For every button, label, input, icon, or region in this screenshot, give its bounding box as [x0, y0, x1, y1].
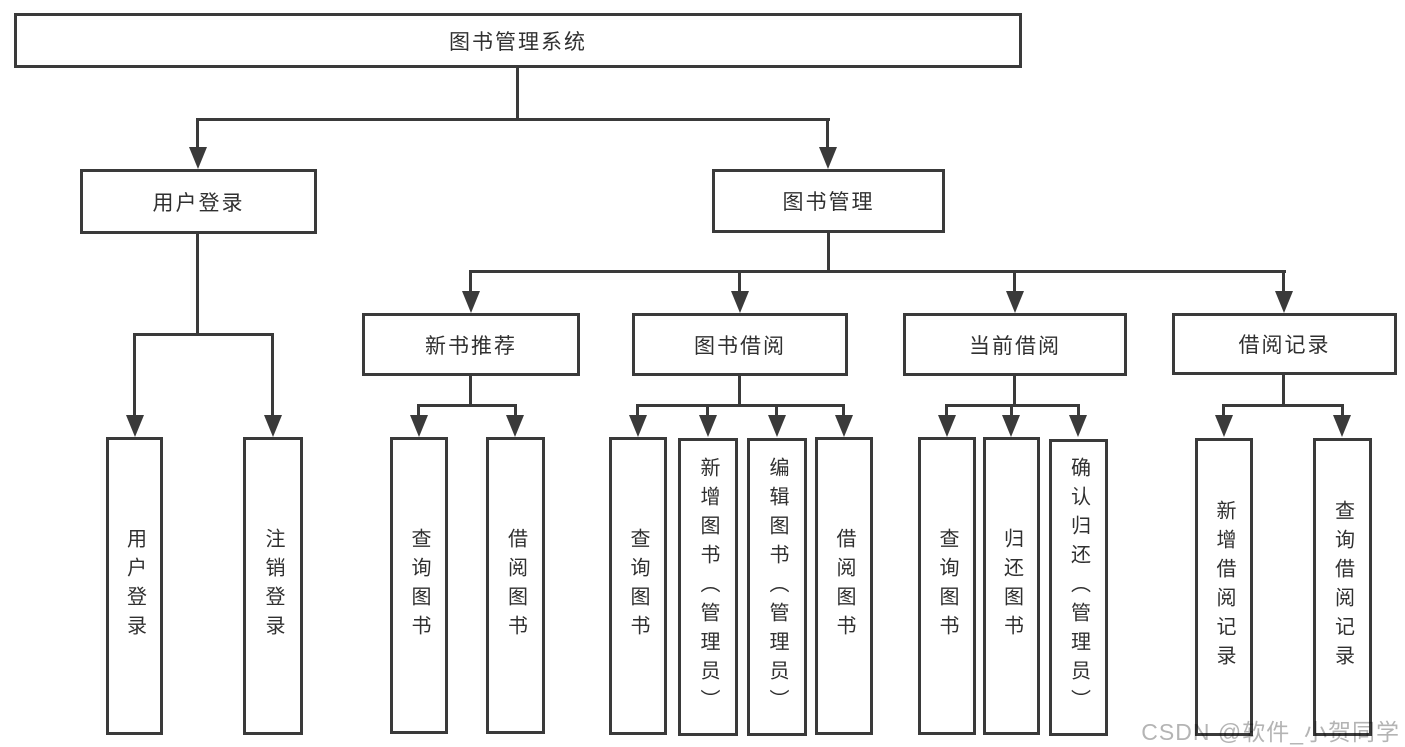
arrowhead-down-icon [1275, 291, 1293, 313]
connector-line [636, 404, 845, 407]
arrowhead-down-icon [410, 415, 428, 437]
connector-line [827, 232, 830, 273]
node-label: 图书管理系统 [449, 30, 587, 54]
leaf-borrow-books-recommend: 借阅图书 [486, 437, 545, 734]
node-label: 新书推荐 [425, 334, 517, 358]
node-user-login: 用户登录 [80, 169, 317, 234]
leaf-logout: 注销登录 [243, 437, 303, 735]
node-borrowing-records: 借阅记录 [1172, 313, 1397, 375]
leaf-borrow-books-borrowing: 借阅图书 [815, 437, 873, 735]
connector-line [133, 333, 136, 420]
leaf-edit-book-admin: 编辑图书（管理员） [747, 438, 807, 736]
connector-line [1341, 404, 1344, 420]
leaf-query-books-current: 查询图书 [918, 437, 976, 735]
connector-line [775, 404, 778, 420]
leaf-query-books-borrowing: 查询图书 [609, 437, 667, 735]
connector-line [1010, 404, 1013, 420]
connector-line [1077, 404, 1080, 420]
connector-line [826, 118, 829, 152]
connector-line [636, 404, 639, 420]
arrowhead-down-icon [629, 415, 647, 437]
connector-line [469, 270, 1286, 273]
node-book-borrowing: 图书借阅 [632, 313, 848, 376]
connector-line [945, 404, 948, 420]
node-label: 新增图书（管理员） [697, 456, 719, 718]
arrowhead-down-icon [731, 291, 749, 313]
leaf-confirm-return-admin: 确认归还（管理员） [1049, 439, 1108, 736]
node-label: 确认归还（管理员） [1067, 457, 1090, 718]
connector-line [1222, 404, 1225, 420]
arrowhead-down-icon [189, 147, 207, 169]
node-library-management-system: 图书管理系统 [14, 13, 1022, 68]
node-label: 查询借阅记录 [1331, 500, 1354, 674]
arrowhead-down-icon [1069, 415, 1087, 437]
arrowhead-down-icon [506, 415, 524, 437]
connector-line [1013, 374, 1016, 407]
arrowhead-down-icon [699, 415, 717, 437]
node-label: 借阅图书 [504, 527, 527, 644]
arrowhead-down-icon [1006, 291, 1024, 313]
connector-line [514, 404, 517, 420]
csdn-watermark: CSDN @软件_小贺同学 [1141, 719, 1400, 745]
leaf-query-books-recommend: 查询图书 [390, 437, 448, 734]
leaf-query-borrow-record: 查询借阅记录 [1313, 438, 1372, 736]
arrowhead-down-icon [819, 147, 837, 169]
arrowhead-down-icon [1333, 415, 1351, 437]
node-label: 查询图书 [936, 528, 958, 644]
leaf-user-login: 用户登录 [106, 437, 163, 735]
node-label: 用户登录 [123, 528, 146, 644]
node-label: 用户登录 [152, 191, 245, 215]
connector-line [738, 375, 741, 407]
arrowhead-down-icon [1215, 415, 1233, 437]
connector-line [469, 375, 472, 407]
node-label: 图书管理 [782, 191, 875, 214]
arrowhead-down-icon [1002, 415, 1020, 437]
connector-line [417, 404, 420, 420]
node-label: 当前借阅 [969, 334, 1061, 358]
connector-line [1282, 270, 1285, 296]
connector-line [842, 404, 845, 420]
node-current-borrowing: 当前借阅 [903, 313, 1127, 376]
node-label: 查询图书 [627, 528, 649, 644]
connector-line [196, 118, 199, 152]
node-new-book-recommend: 新书推荐 [362, 313, 580, 376]
arrowhead-down-icon [126, 415, 144, 437]
node-label: 查询图书 [408, 527, 430, 644]
connector-line [133, 333, 274, 336]
node-label: 编辑图书（管理员） [766, 456, 788, 718]
node-book-management: 图书管理 [712, 169, 945, 233]
node-label: 借阅记录 [1238, 334, 1331, 357]
connector-line [196, 118, 830, 121]
connector-line [1013, 270, 1016, 296]
connector-line [516, 68, 519, 120]
connector-line [271, 333, 274, 420]
arrowhead-down-icon [462, 291, 480, 313]
connector-line [469, 270, 472, 296]
node-label: 图书借阅 [694, 334, 786, 358]
connector-line [1282, 373, 1285, 407]
node-label: 注销登录 [262, 528, 284, 644]
node-label: 新增借阅记录 [1213, 500, 1235, 674]
arrowhead-down-icon [264, 415, 282, 437]
connector-line [1222, 404, 1344, 407]
leaf-add-borrow-record: 新增借阅记录 [1195, 438, 1253, 736]
node-label: 归还图书 [1000, 528, 1023, 644]
connector-line [738, 270, 741, 296]
connector-line [196, 232, 199, 335]
leaf-return-books: 归还图书 [983, 437, 1040, 735]
arrowhead-down-icon [938, 415, 956, 437]
arrowhead-down-icon [835, 415, 853, 437]
leaf-add-book-admin: 新增图书（管理员） [678, 438, 738, 736]
connector-line [706, 404, 709, 420]
node-label: 借阅图书 [833, 528, 855, 644]
arrowhead-down-icon [768, 415, 786, 437]
connector-line [417, 404, 517, 407]
